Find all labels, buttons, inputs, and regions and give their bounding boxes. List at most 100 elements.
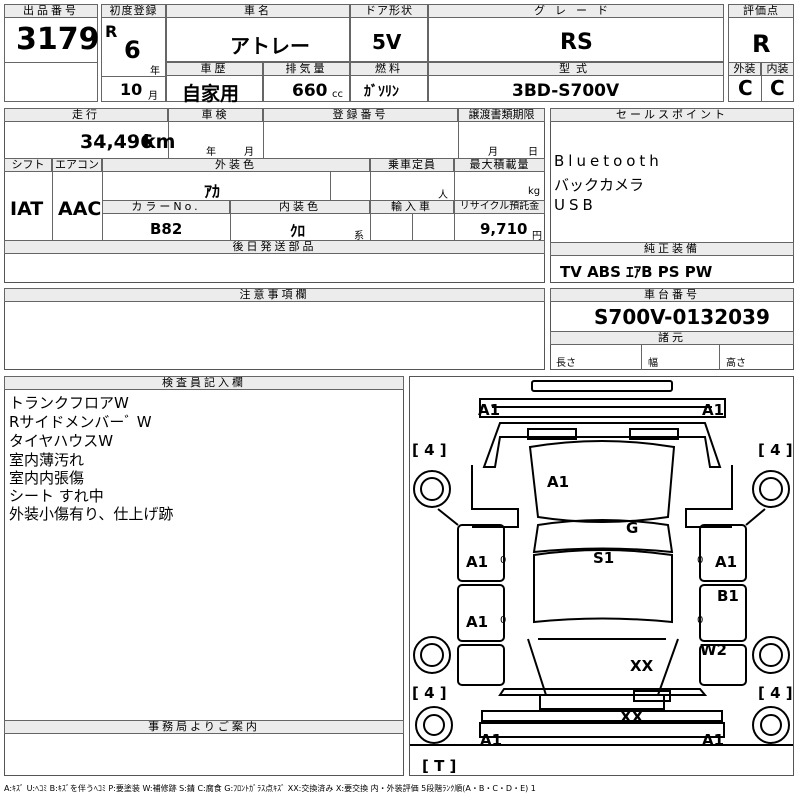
- genuine-value: TV ABS ｴｱB PS PW: [560, 263, 713, 281]
- inspection-month-unit: 月: [244, 147, 254, 158]
- later-parts-label: 後日発送部品: [4, 240, 545, 254]
- inspector-line-5: 室内内張傷: [9, 469, 85, 487]
- history-value: 自家用: [182, 83, 240, 105]
- mark-front-left: A1: [478, 401, 501, 419]
- mark-rear-bumper: XX: [620, 708, 644, 726]
- sales-line-3: USB: [554, 196, 597, 214]
- car-outline: [410, 380, 793, 746]
- sales-line-2: バックカメラ: [554, 176, 645, 194]
- notes-label: 注意事項欄: [4, 288, 545, 302]
- inspection-year-unit: 年: [206, 147, 216, 158]
- spare-tire: [ T ]: [422, 757, 457, 775]
- shift-label: シフト: [4, 158, 52, 172]
- model-label: 型式: [428, 62, 724, 76]
- mark-roof: S1: [593, 549, 615, 567]
- import-label: 輸入車: [370, 200, 454, 214]
- ext-color-value: ｱｶ: [204, 182, 221, 201]
- aircon-label: エアコン: [52, 158, 102, 172]
- inspector-line-4: 室内薄汚れ: [9, 451, 85, 469]
- model-value: 3BD-S700V: [512, 81, 620, 101]
- grade-label: グレード: [428, 4, 724, 18]
- load-unit: kg: [528, 186, 541, 197]
- history-label: 車歴: [166, 62, 263, 76]
- inspection-label: 車検: [168, 108, 263, 122]
- mileage-label: 走行: [4, 108, 168, 122]
- mark-left-front-door: A1: [466, 553, 489, 571]
- office-label: 事務局よりご案内: [4, 720, 404, 734]
- inspector-label: 検査員記入欄: [4, 376, 404, 390]
- mileage-value: 34,496: [80, 131, 154, 153]
- load-label: 最大積載量: [454, 158, 545, 172]
- color-no-value: B82: [150, 220, 183, 238]
- vehicle-diagram: A1 A1 A1 G S1 A1 A1 A1 B1 W2 XX XX A1 A1…: [409, 376, 794, 776]
- dims-label: 諸元: [550, 331, 794, 345]
- height-label: 高さ: [726, 358, 746, 369]
- aircon-value: AAC: [58, 198, 102, 220]
- color-no-label: カラーNo.: [102, 200, 230, 214]
- exterior-value: C: [738, 76, 753, 100]
- score-value: R: [752, 30, 771, 58]
- door-label: ドア形状: [350, 4, 428, 18]
- month-unit: 月: [148, 91, 158, 102]
- grade-value: RS: [560, 30, 593, 55]
- transfer-month-unit: 月: [488, 147, 498, 158]
- tire-rear-right: [ 4 ]: [758, 684, 793, 702]
- transfer-label: 譲渡書類期限: [458, 108, 545, 122]
- mark-front-right: A1: [702, 401, 725, 419]
- width-label: 幅: [648, 358, 658, 369]
- sales-line-1: Bluetooth: [554, 152, 663, 170]
- inspector-line-7: 外装小傷有り、仕上げ跡: [9, 505, 174, 523]
- mark-windshield: G: [626, 519, 639, 537]
- car-name: アトレー: [230, 34, 310, 58]
- mark-right-rear: W2: [700, 641, 727, 659]
- chassis-label: 車台番号: [550, 288, 794, 302]
- chassis-value: S700V-0132039: [594, 305, 770, 329]
- fuel-value: ｶﾞｿﾘﾝ: [364, 84, 399, 100]
- displacement-unit: cc: [332, 89, 343, 100]
- capacity-unit: 人: [438, 190, 448, 201]
- mark-right-front-door: A1: [715, 553, 738, 571]
- door-value: 5V: [372, 30, 402, 54]
- ext-color-label: 外装色: [102, 158, 370, 172]
- inspector-line-2: Rサイドメンバーﾞ W: [9, 413, 152, 431]
- interior-value: C: [770, 76, 785, 100]
- displacement-label: 排気量: [263, 62, 350, 76]
- door-gap-r2: 0: [697, 615, 704, 626]
- int-color-label: 内装色: [230, 200, 370, 214]
- mark-bonnet: A1: [547, 473, 570, 491]
- mileage-unit: km: [143, 131, 176, 153]
- recycle-unit: 円: [532, 231, 542, 242]
- door-gap-l2: 0: [500, 615, 507, 626]
- score-label: 評価点: [728, 4, 794, 18]
- car-name-label: 車名: [166, 4, 350, 18]
- mark-left-rear-door: A1: [466, 613, 489, 631]
- mark-rear-right: A1: [702, 731, 725, 749]
- door-gap-r1: 0: [697, 555, 704, 566]
- legend: A:ｷｽﾞ U:ﾍｺﾐ B:ｷｽﾞを伴うﾍｺﾐ P:要塗装 W:補修跡 S:錆 …: [4, 784, 536, 793]
- mark-rear-glass: XX: [630, 657, 654, 675]
- displacement-value: 660: [292, 81, 328, 101]
- genuine-label: 純正装備: [550, 242, 794, 256]
- regno-label: 登録番号: [263, 108, 458, 122]
- transfer-day-unit: 日: [528, 147, 538, 158]
- tire-front-right: [ 4 ]: [758, 441, 793, 459]
- tire-rear-left: [ 4 ]: [412, 684, 447, 702]
- lot-value: 3179: [16, 22, 100, 57]
- inspector-line-1: トランクフロアW: [9, 394, 129, 412]
- first-reg-label: 初度登録: [101, 4, 166, 18]
- shift-value: IAT: [10, 198, 44, 220]
- year-unit: 年: [150, 66, 160, 77]
- sales-label: セールスポイント: [550, 108, 794, 122]
- int-color-value: ｸﾛ: [290, 222, 306, 240]
- inspector-line-6: シート すれ中: [9, 487, 104, 505]
- month-value: 10: [120, 80, 143, 99]
- lot-label: 出品番号: [4, 4, 98, 18]
- tire-front-left: [ 4 ]: [412, 441, 447, 459]
- era-year: 6: [124, 36, 141, 64]
- recycle-value: 9,710: [480, 220, 528, 238]
- recycle-label: リサイクル預託金: [454, 200, 545, 214]
- exterior-label: 外装: [728, 62, 761, 76]
- inspector-line-3: タイヤハウスW: [9, 432, 114, 450]
- interior-label: 内装: [761, 62, 794, 76]
- length-label: 長さ: [556, 358, 576, 369]
